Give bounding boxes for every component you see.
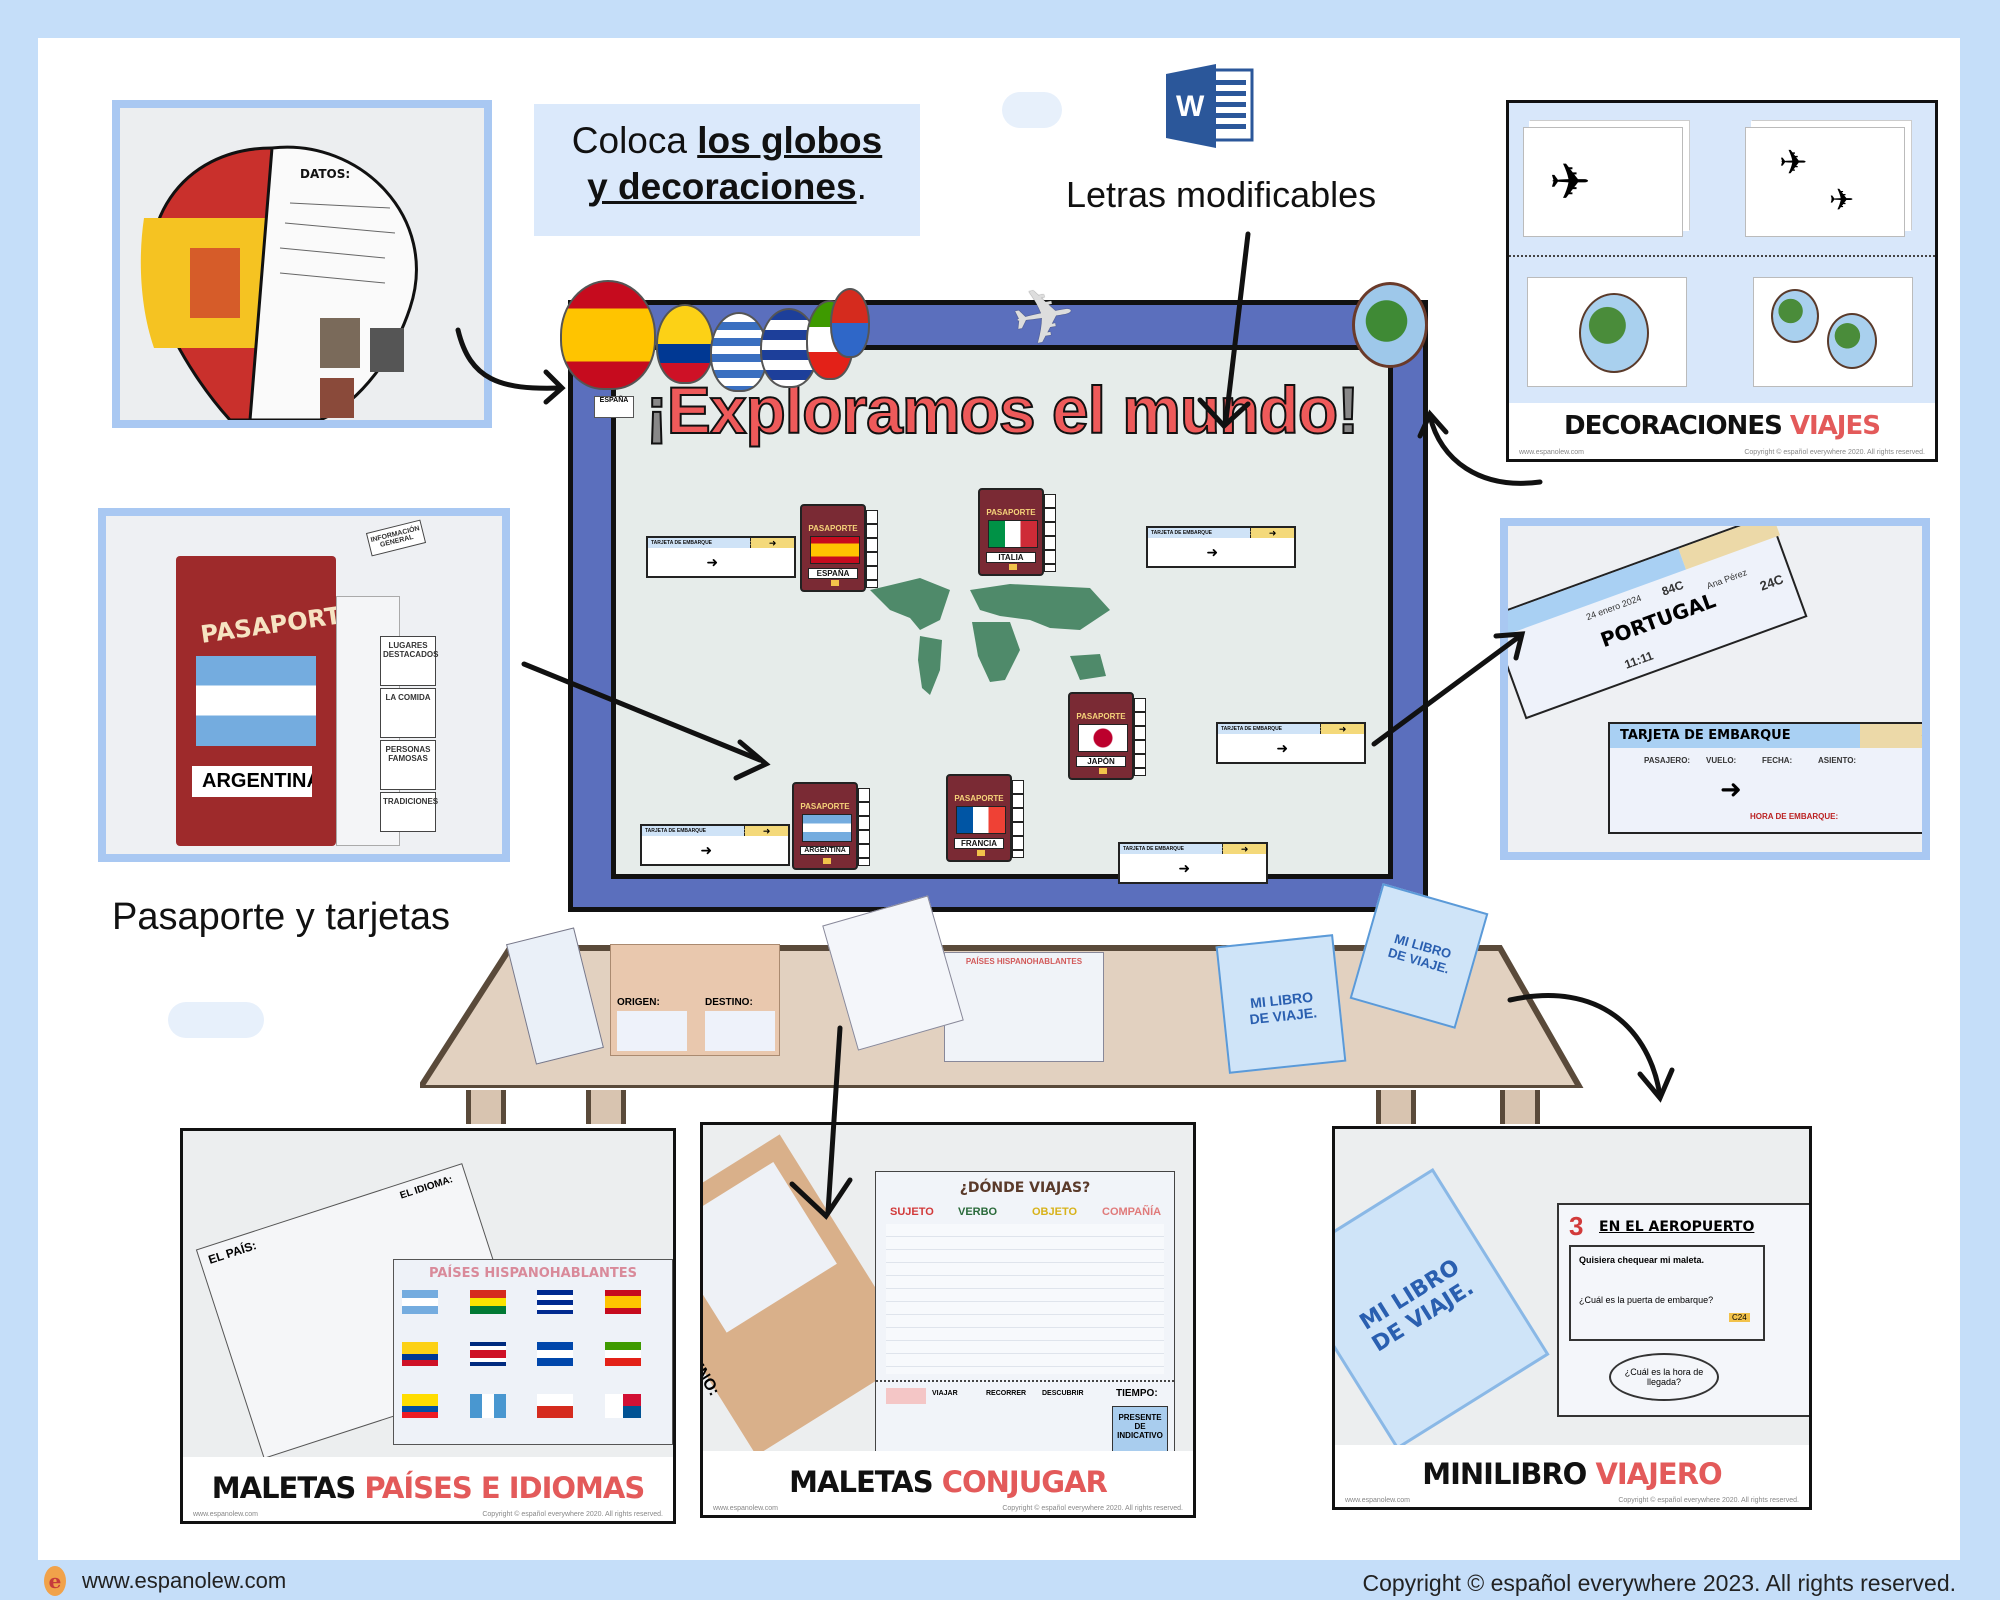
argentina-flag [802, 814, 852, 842]
heading-link-globos[interactable]: los globos [697, 120, 883, 161]
spain-flag [810, 536, 860, 564]
card-decoraciones-viajes[interactable]: ✈ ✈ ✈ DECORACIONES VIAJES www.espanolew.… [1506, 100, 1938, 462]
passport-label: Pasaporte y tarjetas [112, 896, 450, 938]
globe-icon [1771, 289, 1819, 343]
word-icon: W [1166, 64, 1254, 148]
aeropuerto-page: 3 EN EL AEROPUERTO Quisiera chequear mi … [1557, 1203, 1809, 1417]
cloud-icon [168, 1002, 264, 1038]
passport-tab-tradiciones: TRADICIONES [380, 792, 438, 832]
passport-japon[interactable]: PASAPORTE JAPÓN [1068, 692, 1146, 780]
balloon-uruguay [710, 312, 768, 392]
balloon-colombia [656, 304, 714, 384]
airplane-sheet [1523, 127, 1683, 237]
ticket-passenger: Ana Pérez [1705, 567, 1749, 591]
card-site: www.espanolew.com [713, 1505, 778, 1512]
svg-text:W: W [1176, 90, 1205, 123]
passport-tab-personas: PERSONAS FAMOSAS [380, 740, 436, 790]
card-site: www.espanolew.com [1345, 1497, 1410, 1504]
boarding-pass-2: TARJETA DE EMBARQUE ➜ PASAJERO: VUELO: F… [1608, 722, 1922, 834]
airplane-icon: ✈ [1829, 184, 1855, 217]
boarding-pass-1: PORTUGAL 24 enero 2024 84C 11:11 Ana Pér… [1508, 526, 1808, 720]
card-caption: MALETAS PAÍSES E IDIOMAS [211, 1471, 645, 1505]
card-minilibro-viajero[interactable]: MI LIBRO DE VIAJE. 3 EN EL AEROPUERTO Qu… [1332, 1126, 1812, 1510]
boarding-ticket[interactable]: TARJETA DE EMBARQUE➜➜ [1216, 722, 1366, 764]
card-copyright: Copyright © español everywhere 2020. All… [1002, 1505, 1183, 1512]
globe-icon [1827, 313, 1877, 369]
suitcase-origen-destino: ORIGEN: DESTINO: [610, 944, 780, 1056]
passport-tab-informacion: INFORMACIÓN GENERAL [365, 519, 427, 557]
minibook-cover: MI LIBRO DE VIAJE. [1215, 934, 1347, 1074]
argentina-flag [196, 656, 316, 746]
balloon-photo: DATOS: [112, 100, 492, 428]
card-site: www.espanolew.com [193, 1511, 258, 1518]
globe-decoration [1352, 282, 1428, 368]
japan-flag [1078, 724, 1128, 752]
heading-instruction: Coloca los globos y decoraciones. [534, 104, 920, 236]
passport-italia[interactable]: PASAPORTE ITALIA [978, 488, 1056, 576]
passport-argentina[interactable]: PASAPORTE ARGENTINA [792, 782, 870, 870]
card-maletas-conjugar[interactable]: DESTINO: ¿DÓNDE VIAJAS? SUJETO VERBO OBJ… [700, 1122, 1196, 1518]
table-leg [1500, 1090, 1540, 1124]
passport-photo: PASAPORTE ARGENTINA LUGARES DESTACADOS L… [98, 508, 510, 862]
balloon-extra [830, 288, 870, 358]
italy-flag [988, 520, 1038, 548]
cloud-icon [1002, 92, 1062, 128]
bulletin-board: ¡Exploramos el mundo! PASAPORTE ESPAÑA P… [568, 300, 1428, 912]
boarding-ticket[interactable]: TARJETA DE EMBARQUE➜➜ [646, 536, 796, 578]
card-image: EL PAÍS: EL IDIOMA: PAÍSES HISPANOHABLAN… [183, 1131, 673, 1457]
table-leg [466, 1090, 506, 1124]
card-copyright: Copyright © español everywhere 2020. All… [482, 1511, 663, 1518]
heading-link-decoraciones[interactable]: y decoraciones [587, 166, 857, 207]
card-copyright: Copyright © español everywhere 2020. All… [1744, 449, 1925, 456]
heading-prefix: Coloca [571, 120, 698, 161]
globe-icon [1579, 293, 1649, 373]
spain-balloon-image: DATOS: [120, 108, 484, 420]
boarding-ticket[interactable]: TARJETA DE EMBARQUE➜➜ [1118, 842, 1268, 884]
balloon-photo-title: DATOS: [300, 167, 350, 181]
card-maletas-paises[interactable]: EL PAÍS: EL IDIOMA: PAÍSES HISPANOHABLAN… [180, 1128, 676, 1524]
world-map [870, 578, 1110, 695]
card-image: DESTINO: ¿DÓNDE VIAJAS? SUJETO VERBO OBJ… [703, 1125, 1193, 1451]
airplane-icon: ✈ [1549, 154, 1591, 210]
footer-site-link[interactable]: www.espanolew.com [82, 1568, 287, 1593]
airplane-sheet [1745, 127, 1905, 237]
balloon-basket-espana: ESPAÑA [594, 396, 634, 418]
ticket-time: 11:11 [1622, 648, 1656, 672]
passport-francia[interactable]: PASAPORTE FRANCIA [946, 774, 1024, 862]
card-caption: MINILIBRO VIAJERO [1422, 1457, 1722, 1491]
ticket-destination: PORTUGAL [1597, 588, 1719, 653]
card-caption: DECORACIONES VIAJES [1564, 411, 1881, 441]
board-surface: ¡Exploramos el mundo! PASAPORTE ESPAÑA P… [611, 345, 1393, 884]
card-site: www.espanolew.com [1519, 449, 1584, 456]
boarding-ticket[interactable]: TARJETA DE EMBARQUE➜➜ [640, 824, 790, 866]
passport-tab-comida: LA COMIDA [380, 688, 436, 738]
boarding-pass-photo: PORTUGAL 24 enero 2024 84C 11:11 Ana Pér… [1500, 518, 1930, 860]
airplane-icon: ✈ [1779, 144, 1808, 182]
minibook-cover: MI LIBRO DE VIAJE. [1335, 1168, 1550, 1445]
paises-sheet: PAÍSES HISPANOHABLANTES [393, 1259, 673, 1445]
ticket-seat: 84C [1659, 577, 1686, 599]
boarding-ticket[interactable]: TARJETA DE EMBARQUE➜➜ [1146, 526, 1296, 568]
ticket-gate: 24C [1757, 571, 1786, 594]
espanolew-logo-icon: e [44, 1566, 66, 1596]
passport-tab-lugares: LUGARES DESTACADOS [380, 636, 438, 686]
passport-espana[interactable]: PASAPORTE ESPAÑA [800, 504, 878, 592]
card-caption: MALETAS CONJUGAR [789, 1465, 1108, 1499]
word-label: Letras modificables [1066, 174, 1377, 215]
sheet-paises-hispanohablantes: PAÍSES HISPANOHABLANTES [944, 952, 1104, 1062]
ticket-header: TARJETA DE EMBARQUE [1610, 724, 1860, 748]
footer-copyright: Copyright © español everywhere 2023. All… [1362, 1570, 1956, 1596]
footer-site: e www.espanolew.com [44, 1566, 286, 1596]
balloon-espana [560, 280, 656, 390]
table-leg [1376, 1090, 1416, 1124]
passport-country: ARGENTINA [192, 766, 312, 797]
france-flag [956, 806, 1006, 834]
heading-suffix: . [856, 166, 867, 207]
donde-viajas-sheet: ¿DÓNDE VIAJAS? SUJETO VERBO OBJETO COMPA… [875, 1171, 1175, 1451]
card-image: ✈ ✈ ✈ [1509, 103, 1935, 403]
flag-grid [402, 1290, 664, 1436]
card-image: MI LIBRO DE VIAJE. 3 EN EL AEROPUERTO Qu… [1335, 1129, 1809, 1445]
card-copyright: Copyright © español everywhere 2020. All… [1618, 1497, 1799, 1504]
table-leg [586, 1090, 626, 1124]
